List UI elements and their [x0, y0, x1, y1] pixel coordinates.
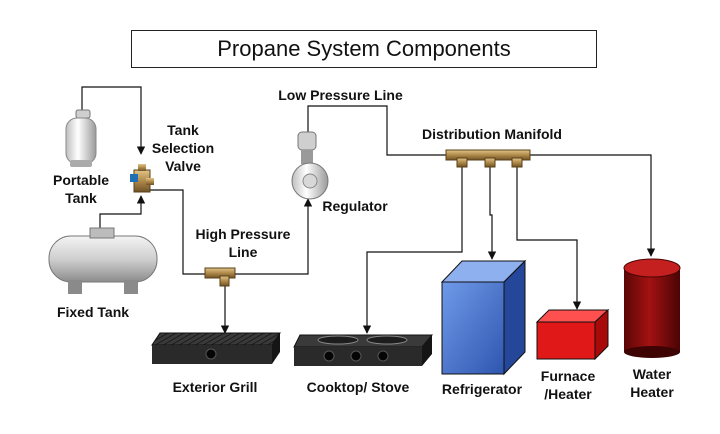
manifold-to-cooktop-line	[362, 164, 463, 334]
fixed-to-valve-line	[99, 195, 146, 228]
label-fixed-tank: Fixed Tank	[56, 304, 130, 320]
label-exterior-grill: Exterior Grill	[172, 379, 258, 395]
label-low-pressure-line: Low Pressure Line	[278, 87, 403, 103]
label-high-pressure-line: High Pressure Line	[195, 226, 291, 260]
refrigerator-icon	[440, 259, 527, 376]
label-water-heater: Water Heater	[630, 366, 674, 400]
manifold-to-refrigerator-line	[487, 164, 497, 260]
high-pressure-fitting-icon	[204, 267, 236, 287]
label-refrigerator: Refrigerator	[441, 381, 523, 397]
regulator-icon	[291, 131, 329, 200]
label-regulator: Regulator	[322, 198, 388, 214]
cooktop-stove-icon	[293, 334, 434, 366]
label-cooktop-stove: Cooktop/ Stove	[306, 379, 410, 395]
label-distribution-manifold: Distribution Manifold	[422, 126, 562, 142]
high-pressure-to-regulator-line	[233, 198, 313, 275]
portable-tank-icon	[65, 109, 97, 167]
selection-valve-icon	[130, 164, 154, 193]
fixed-tank-icon	[48, 227, 158, 294]
manifold-to-water-heater-line	[529, 154, 656, 257]
label-portable-tank: Portable Tank	[52, 172, 109, 206]
manifold-to-furnace-line	[516, 164, 582, 310]
label-tank-selection-valve: Tank Selection Valve	[151, 122, 215, 174]
label-furnace-heater: Furnace /Heater	[540, 368, 596, 402]
diagram-title: Propane System Components	[131, 30, 597, 68]
connection-lines	[81, 86, 656, 334]
furnace-icon	[535, 308, 610, 361]
distribution-manifold-icon	[445, 149, 531, 168]
low-pressure-line	[307, 105, 446, 156]
water-heater-icon	[623, 258, 681, 358]
exterior-grill-icon	[151, 332, 281, 364]
valve-to-high-pressure-line	[141, 189, 205, 275]
portable-to-valve-line	[81, 86, 146, 155]
